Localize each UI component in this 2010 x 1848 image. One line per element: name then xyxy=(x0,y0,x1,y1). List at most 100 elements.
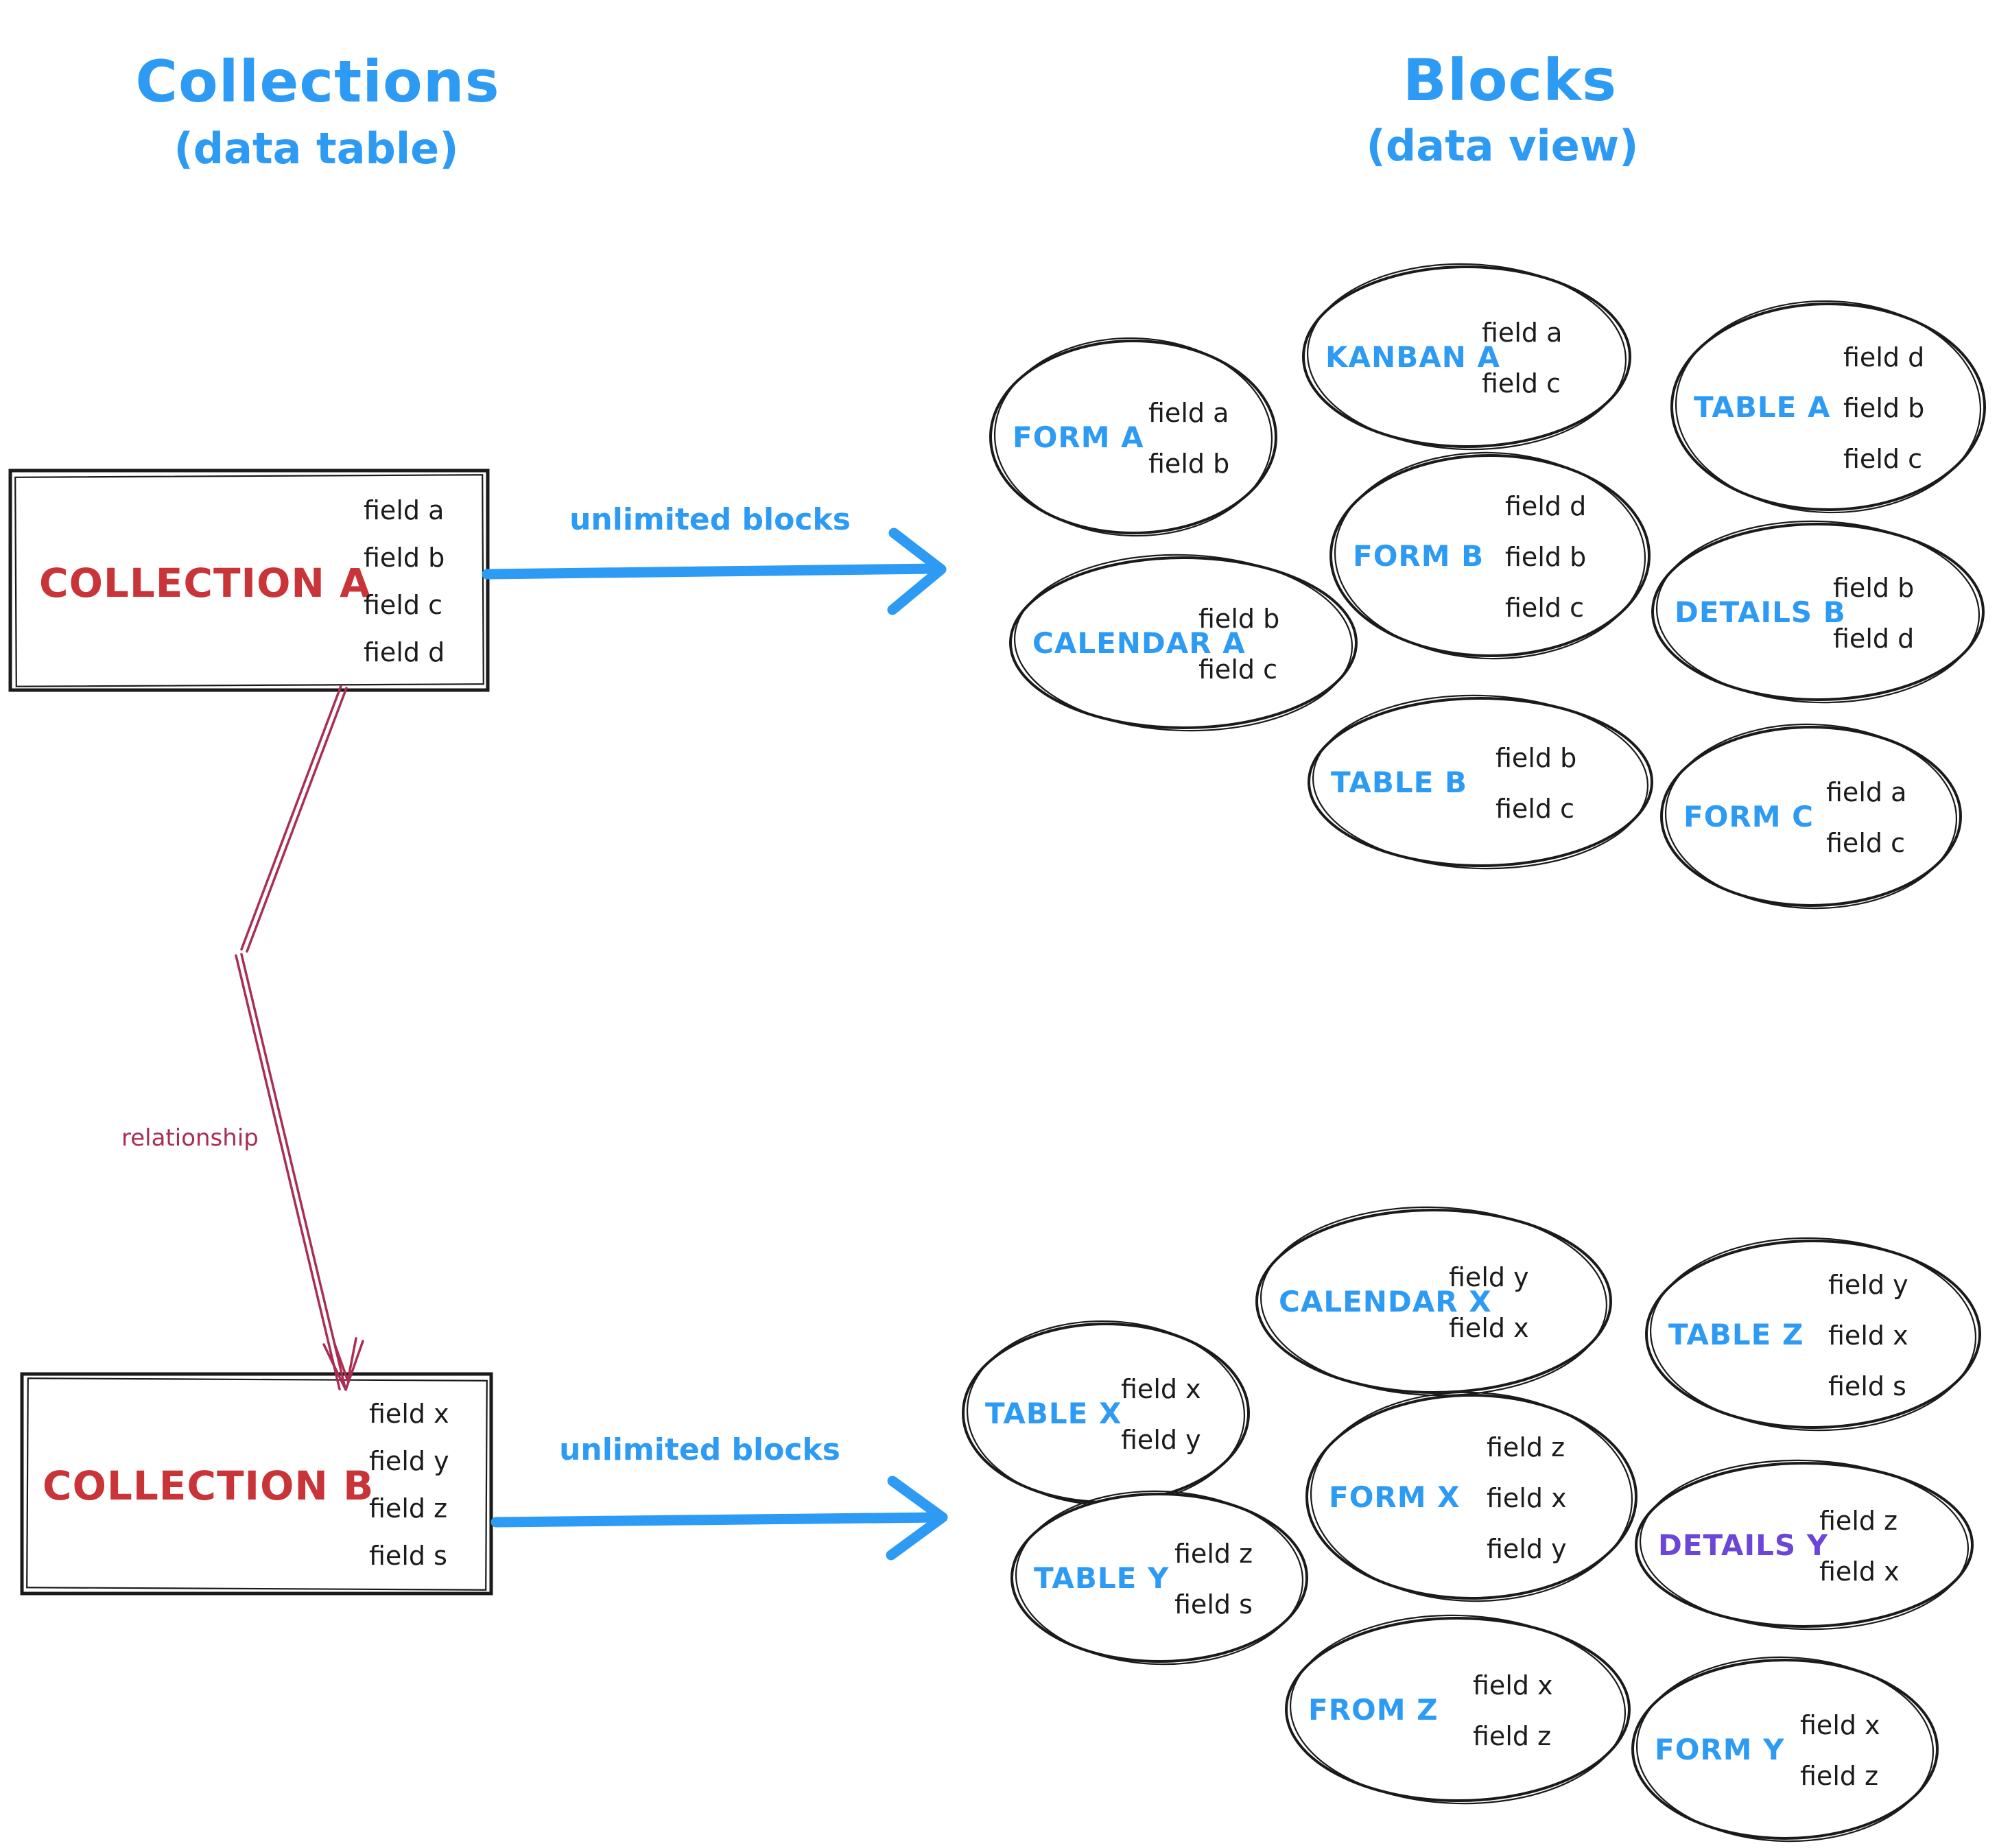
relationship-label: relationship xyxy=(121,1124,259,1152)
table-a-field: field b xyxy=(1843,393,1924,423)
table-y-field: field s xyxy=(1174,1589,1253,1620)
unlimited-blocks-label-bottom: unlimited blocks xyxy=(559,1432,840,1467)
form-a-field: field b xyxy=(1148,449,1229,479)
block-form-c: FORM C field a field c xyxy=(1660,723,1962,910)
form-a-ellipse xyxy=(989,340,1277,534)
calendar-x-field: field x xyxy=(1449,1313,1529,1343)
form-b-ellipse-sketch xyxy=(1334,451,1646,660)
kanban-a-label: KANBAN A xyxy=(1325,340,1500,374)
table-z-label: TABLE Z xyxy=(1668,1318,1804,1351)
form-c-field: field c xyxy=(1826,828,1905,858)
table-y-ellipse-sketch xyxy=(1015,1490,1304,1666)
kanban-a-ellipse-sketch xyxy=(1306,263,1627,451)
table-b-field: field b xyxy=(1495,743,1576,773)
collection-b-box-sketch xyxy=(26,1377,488,1591)
details-b-field: field d xyxy=(1833,624,1914,654)
calendar-a-field: field b xyxy=(1198,604,1279,634)
calendar-a-ellipse-sketch xyxy=(1013,554,1353,732)
collection-a-field: field c xyxy=(364,590,442,620)
form-b-field: field d xyxy=(1505,491,1586,521)
collection-b-label: COLLECTION B xyxy=(43,1462,374,1509)
block-table-b: TABLE B field b field c xyxy=(1308,694,1653,870)
details-y-ellipse-sketch xyxy=(1639,1459,1970,1631)
table-a-ellipse xyxy=(1670,303,1986,511)
table-z-field: field y xyxy=(1828,1270,1908,1300)
collections-title-group: Collections (data table) xyxy=(135,48,499,174)
table-a-ellipse-sketch xyxy=(1675,300,1982,514)
table-y-ellipse xyxy=(1010,1493,1308,1663)
relationship-arrowhead xyxy=(322,1340,364,1391)
arrow-head xyxy=(887,528,947,615)
details-b-ellipse xyxy=(1651,523,1985,701)
table-b-ellipse xyxy=(1308,697,1653,867)
unlimited-blocks-arrow-top: unlimited blocks xyxy=(482,502,947,615)
table-b-label: TABLE B xyxy=(1331,766,1467,799)
relationship-arrowhead xyxy=(333,1337,357,1382)
details-b-ellipse-sketch xyxy=(1655,520,1981,704)
form-a-ellipse-sketch xyxy=(993,337,1273,537)
table-b-ellipse-sketch xyxy=(1312,694,1649,870)
collection-b-field: field s xyxy=(369,1541,447,1571)
table-b-field: field c xyxy=(1495,794,1574,824)
form-y-field: field z xyxy=(1800,1761,1878,1791)
relationship-arrow: relationship xyxy=(121,685,364,1391)
form-c-label: FORM C xyxy=(1683,800,1814,833)
details-b-label: DETAILS B xyxy=(1675,595,1846,629)
relationship-line xyxy=(235,954,341,1390)
unlimited-blocks-arrow-bottom: unlimited blocks xyxy=(490,1432,948,1561)
table-a-label: TABLE A xyxy=(1694,390,1831,424)
table-a-field: field d xyxy=(1843,342,1924,372)
form-x-field: field x xyxy=(1487,1483,1567,1513)
unlimited-blocks-label-top: unlimited blocks xyxy=(569,502,851,537)
details-y-ellipse xyxy=(1635,1462,1974,1628)
form-c-field: field a xyxy=(1826,777,1906,807)
form-y-ellipse xyxy=(1631,1659,1939,1840)
arrow-shaft xyxy=(490,1512,944,1528)
blocks-subtitle: (data view) xyxy=(1367,121,1639,171)
collection-a-label: COLLECTION A xyxy=(39,560,371,606)
form-x-field: field z xyxy=(1487,1432,1565,1462)
collection-b-field: field z xyxy=(369,1493,447,1524)
table-y-label: TABLE Y xyxy=(1034,1561,1169,1595)
table-z-ellipse xyxy=(1645,1240,1981,1429)
details-y-label: DETAILS Y xyxy=(1658,1528,1828,1562)
from-z-ellipse xyxy=(1285,1617,1631,1802)
calendar-x-ellipse xyxy=(1255,1209,1612,1394)
table-x-label: TABLE X xyxy=(985,1397,1122,1430)
collection-a-field: field d xyxy=(364,637,445,667)
form-c-ellipse-sketch xyxy=(1664,723,1958,910)
form-x-label: FORM X xyxy=(1329,1480,1461,1514)
from-z-label: FROM Z xyxy=(1308,1693,1439,1727)
form-x-ellipse xyxy=(1305,1394,1637,1600)
table-x-field: field x xyxy=(1121,1374,1201,1404)
relationship-line xyxy=(246,687,348,953)
from-z-field: field x xyxy=(1473,1670,1553,1701)
kanban-a-field: field a xyxy=(1482,318,1562,348)
from-z-ellipse-sketch xyxy=(1289,1614,1627,1805)
arrow-shaft xyxy=(482,563,943,580)
collections-title: Collections xyxy=(135,48,499,115)
table-a-field: field c xyxy=(1843,444,1922,474)
table-z-ellipse-sketch xyxy=(1649,1237,1977,1432)
collection-b-box xyxy=(20,1372,493,1596)
relationship-line xyxy=(240,953,346,1389)
form-a-label: FORM A xyxy=(1013,420,1144,454)
form-y-field: field x xyxy=(1800,1710,1880,1740)
details-y-field: field x xyxy=(1819,1556,1900,1587)
collection-b-field: field y xyxy=(369,1446,449,1476)
arrow-head xyxy=(886,1476,948,1561)
